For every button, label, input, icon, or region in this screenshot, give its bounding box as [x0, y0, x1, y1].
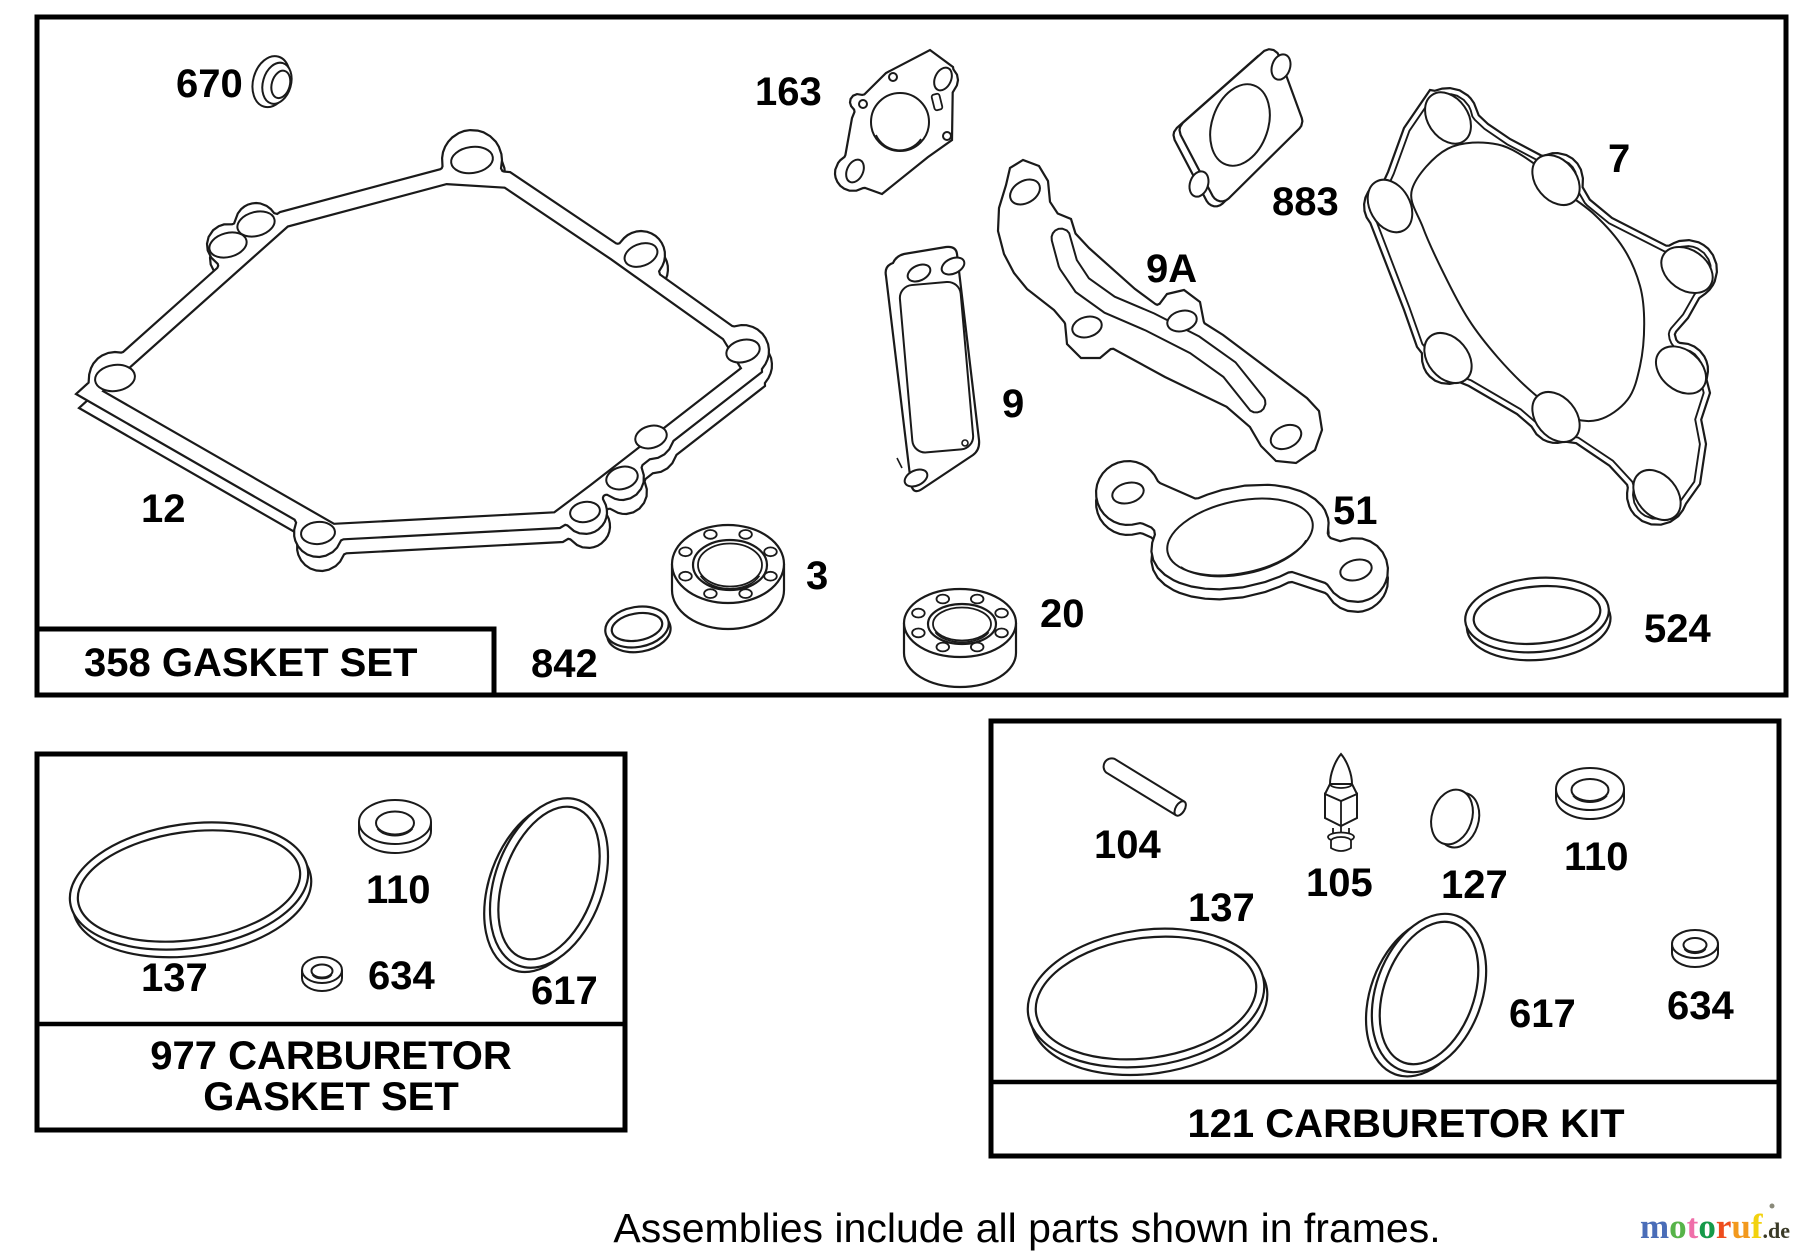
part-9A-label: 9A: [1146, 247, 1197, 291]
frame-title-gasket-set: 358 GASKET SET: [84, 641, 417, 685]
part-634L-drawing: [301, 956, 343, 992]
part-127-drawing: [1430, 788, 1481, 849]
frame-carburetor-kit: 104 105 127 110 137 617 634 121 CARBURET…: [988, 718, 1782, 1159]
logo-suffix: .de: [1762, 1218, 1790, 1243]
part-842-label: 842: [531, 642, 598, 686]
logo-motoruf: motoruf.de: [1640, 1207, 1790, 1246]
part-105-label: 105: [1306, 861, 1373, 905]
caption: Assemblies include all parts shown in fr…: [613, 1205, 1440, 1251]
part-163-drawing: [833, 48, 960, 196]
part-12-drawing: [74, 129, 774, 573]
part-634R-drawing: [1671, 929, 1719, 968]
logo-letter: t: [1687, 1207, 1699, 1246]
logo-letter: o: [1669, 1207, 1687, 1246]
part-7-drawing: [1362, 86, 1719, 526]
part-524-drawing: [1464, 576, 1612, 662]
part-7-label: 7: [1608, 137, 1630, 181]
part-20-label: 20: [1040, 592, 1085, 636]
part-51-drawing: [1094, 460, 1390, 614]
logo-trademark-dot: [1769, 1203, 1775, 1209]
part-137L-drawing: [68, 821, 313, 959]
frame-title-carburetor-gasket-set-line1: 977 CARBURETOR: [150, 1034, 512, 1078]
logo-letter: u: [1731, 1207, 1750, 1246]
part-9A-drawing: [996, 158, 1324, 465]
part-110R-drawing: [1555, 767, 1625, 820]
part-20-drawing: [902, 587, 1018, 689]
frame-title-carburetor-gasket-set-line2: GASKET SET: [203, 1075, 459, 1119]
part-110L-drawing: [358, 799, 432, 854]
part-137R-label: 137: [1188, 886, 1255, 930]
part-137L-label: 137: [141, 956, 208, 1000]
part-9-drawing: [884, 245, 981, 493]
part-883-drawing: [1172, 48, 1304, 208]
gasket-set-labelbox: 358 GASKET SET: [34, 626, 497, 698]
part-163-label: 163: [755, 70, 822, 114]
logo-letter: o: [1698, 1207, 1716, 1246]
part-634L-label: 634: [368, 954, 435, 998]
part-51-label: 51: [1333, 489, 1378, 533]
part-127-label: 127: [1441, 863, 1508, 907]
part-12-label: 12: [141, 487, 186, 531]
frame-title-carburetor-kit: 121 CARBURETOR KIT: [1187, 1102, 1624, 1146]
part-842-drawing: [604, 605, 672, 654]
logo-letter: r: [1716, 1207, 1732, 1246]
part-617R-drawing: [1364, 912, 1488, 1078]
part-3-drawing: [670, 523, 786, 631]
part-617L-label: 617: [531, 969, 598, 1013]
part-883-label: 883: [1272, 180, 1339, 224]
part-110R-label: 110: [1564, 835, 1629, 879]
part-51-hole-depth-arc: [1180, 539, 1307, 578]
part-9-label: 9: [1002, 382, 1024, 426]
part-3-label: 3: [806, 554, 828, 598]
part-104-label: 104: [1094, 823, 1161, 867]
part-670-label: 670: [176, 62, 243, 106]
part-137R-drawing: [1026, 927, 1269, 1077]
part-110L-label: 110: [366, 868, 431, 912]
frame-carburetor-gasket-set: 137 110 634 617 977 CARBURETOR GASKET SE…: [34, 751, 628, 1133]
part-617R-label: 617: [1509, 992, 1576, 1036]
part-617L-drawing: [483, 797, 610, 974]
logo-letter: m: [1640, 1207, 1669, 1246]
carburetor-kit-border: [988, 718, 1782, 1159]
part-104-drawing: [1102, 757, 1187, 817]
part-634R-label: 634: [1667, 984, 1734, 1028]
gasket-set-border: [34, 14, 1789, 698]
part-524-label: 524: [1644, 607, 1711, 651]
part-670-drawing: [251, 55, 293, 109]
logo-letter: f: [1751, 1207, 1763, 1246]
part-105-drawing: [1324, 752, 1358, 852]
carburetor-gasket-set-border: [34, 751, 628, 1133]
frame-gasket-set: 358 GASKET SET 670 163 883 7 9A 9 12 3 8…: [34, 14, 1789, 698]
